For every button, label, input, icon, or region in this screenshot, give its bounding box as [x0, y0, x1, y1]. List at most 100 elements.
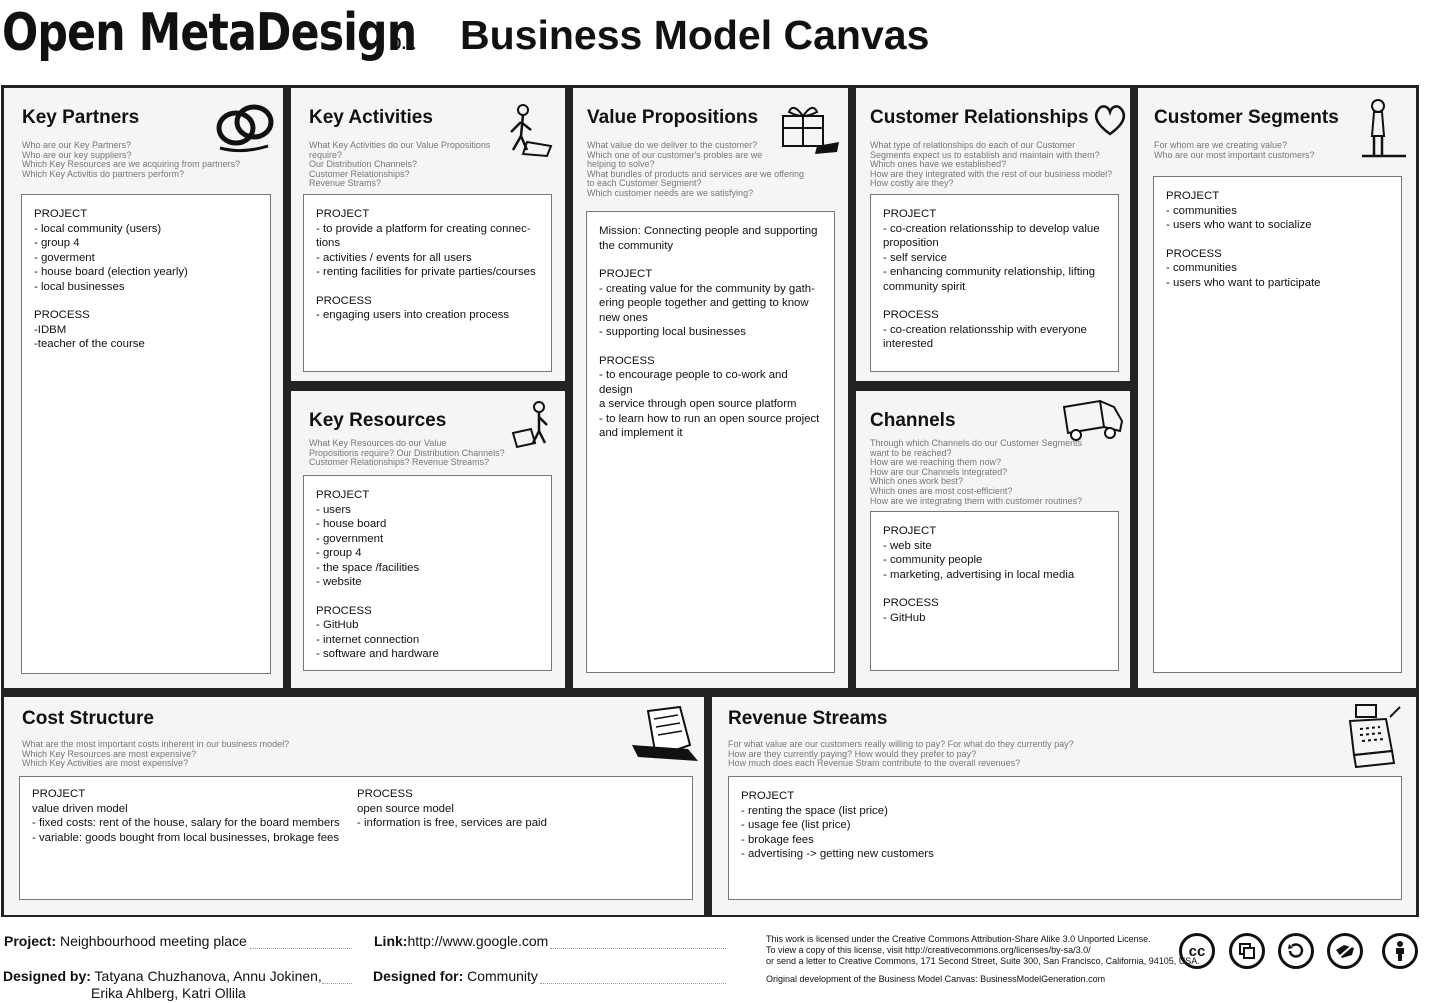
key-partners-box[interactable]: PROJECT- local community (users)- group …	[21, 194, 271, 674]
spacer	[34, 294, 258, 308]
gift-icon	[782, 106, 839, 154]
channels-block: Channels Through which Channels do our C…	[856, 391, 1130, 688]
text-line: - goverment	[34, 251, 95, 264]
revenue-streams-box[interactable]: PROJECT- renting the space (list price)-…	[728, 776, 1402, 900]
share-icon	[1229, 933, 1265, 969]
text-line: - users	[316, 503, 351, 516]
text-line: What are the most important costs inhere…	[22, 739, 290, 749]
text-line: - renting facilities for private parties…	[316, 266, 536, 278]
key-partners-block: Key Partners Who are our Key Partners?Wh…	[4, 88, 283, 688]
text-line: How are we integrating them with custome…	[870, 495, 1083, 506]
text-line: - usage fee (list price)	[741, 819, 851, 831]
text-line: community spirit	[883, 280, 966, 293]
customer-segments-box[interactable]: PROJECT - communities - users who want to …	[1153, 176, 1402, 673]
text-line: Segments expect us to establish and main…	[870, 149, 1100, 160]
channels-box[interactable]: PROJECT- web site- community people- mar…	[870, 511, 1119, 671]
text-line: Our Distribution Channels?	[309, 159, 418, 170]
spacer	[883, 582, 1106, 596]
text-line: - to provide a platform for creating con…	[316, 222, 531, 235]
text-line: PROJECT	[1166, 190, 1220, 202]
text-line: How costly are they?	[870, 178, 954, 189]
text-line: PROJECT	[316, 489, 370, 501]
text-line: - house board (election yearly)	[34, 266, 188, 278]
text-line: How are we reaching them now?	[870, 457, 1002, 468]
text-line: Which Key Resources are we acquiring fro…	[22, 159, 241, 170]
text-line: the community	[599, 239, 674, 252]
invoice-icon	[632, 705, 698, 761]
text-line: For what value are our customers really …	[728, 739, 1074, 749]
footer: Project: Neighbourhood meeting place Lin…	[0, 925, 1449, 1003]
customer-relationships-block: Customer Relationships What type of rela…	[856, 88, 1130, 381]
text-line: - communities	[1166, 204, 1237, 217]
designed-by-value-line2[interactable]: Erika Ahlberg, Katri Ollila	[91, 985, 246, 1001]
text-line: ering people together and getting to kno…	[599, 297, 809, 309]
spacer	[316, 280, 539, 294]
key-resources-block: Key Resources What Key Resources do our …	[291, 391, 565, 688]
forklift-icon	[511, 401, 548, 449]
text-line: Which ones work best?	[870, 476, 964, 487]
text-line: Who are our most important customers?	[1154, 149, 1315, 160]
text-line: Who are our Key Partners?	[22, 140, 132, 150]
person-icon	[1362, 99, 1406, 158]
text-line: PROJECT	[34, 208, 88, 220]
value-propositions-block: Value Propositions What value do we deli…	[573, 88, 848, 688]
value-propositions-title: Value Propositions	[587, 107, 759, 128]
key-resources-box[interactable]: PROJECT- users- house board- government-…	[303, 475, 552, 671]
designed-for-value[interactable]: Community	[467, 968, 538, 984]
link-value[interactable]: http://www.google.com	[407, 933, 549, 949]
cc-icon: cc	[1179, 933, 1215, 969]
spacer	[1166, 233, 1389, 247]
text-line: - advertising -> getting new customers	[741, 848, 934, 860]
key-activities-box[interactable]: PROJECT - to provide a platform for creat…	[303, 194, 552, 372]
value-propositions-box[interactable]: Mission: Connecting people and supportin…	[586, 211, 835, 673]
text-line: - brokage fees	[741, 833, 814, 846]
text-line: PROCESS	[316, 294, 372, 307]
text-line: PROJECT	[741, 790, 795, 802]
designed-by-label: Designed by:	[3, 968, 91, 984]
text-line: What bundles of products and services ar…	[587, 168, 804, 179]
spacer	[316, 590, 539, 604]
text-line: - to encourage people to co-work and des…	[599, 369, 791, 396]
cc-label: cc	[1188, 942, 1206, 960]
designed-by-field: Designed by: Tatyana Chuzhanova, Annu Jo…	[3, 968, 322, 984]
text-line: How are they currently paying? How would…	[728, 748, 977, 759]
text-line: - group 4	[316, 547, 362, 559]
brand-version: 0.1	[392, 34, 416, 53]
spacer	[883, 294, 1106, 308]
cost-structure-questions: What are the most important costs inhere…	[22, 739, 290, 769]
cash-register-icon	[1348, 704, 1401, 769]
project-underline	[250, 947, 352, 949]
text-line: PROJECT	[316, 208, 370, 220]
truck-icon	[1062, 399, 1124, 441]
text-line: PROCESS	[599, 354, 655, 367]
text-line: tions	[316, 237, 341, 249]
page-title: Business Model Canvas	[460, 12, 930, 58]
text-line: What type of relationships do each of ou…	[870, 140, 1076, 150]
text-line: PROCESS	[883, 597, 939, 609]
worker-icon	[510, 104, 553, 158]
text-line: - software and hardware	[316, 648, 439, 660]
text-line: How are they integrated with the rest of…	[870, 168, 1113, 179]
text-line: - co-creation relationsship with everyon…	[883, 323, 1087, 336]
text-line: interested	[883, 338, 934, 350]
project-value[interactable]: Neighbourhood meeting place	[60, 933, 247, 949]
designed-by-value[interactable]: Tatyana Chuzhanova, Annu Jokinen,	[94, 968, 322, 984]
designed-for-label: Designed for:	[373, 968, 464, 984]
text-line: Which Key Activitis do partners perform?	[22, 168, 185, 179]
text-line: - the space /facilities	[316, 561, 420, 574]
text-line: PROCESS	[34, 309, 90, 321]
text-line: What value do we deliver to the customer…	[587, 140, 758, 150]
text-line: How much does each Revenue Stram contrib…	[728, 758, 1021, 769]
text-line: This work is licensed under the Creative…	[766, 934, 1151, 944]
customer-relationships-box[interactable]: PROJECT- co-creation relationsship to de…	[870, 194, 1119, 372]
text-line: PROCESS	[883, 309, 939, 321]
text-line: - internet connection	[316, 633, 420, 646]
project-label: Project:	[4, 933, 57, 949]
text-line: - users who want to participate	[1166, 276, 1321, 289]
text-line: proposition	[883, 237, 939, 249]
text-line: to each Customer Segment?	[587, 178, 702, 189]
text-line: - government	[316, 532, 384, 545]
